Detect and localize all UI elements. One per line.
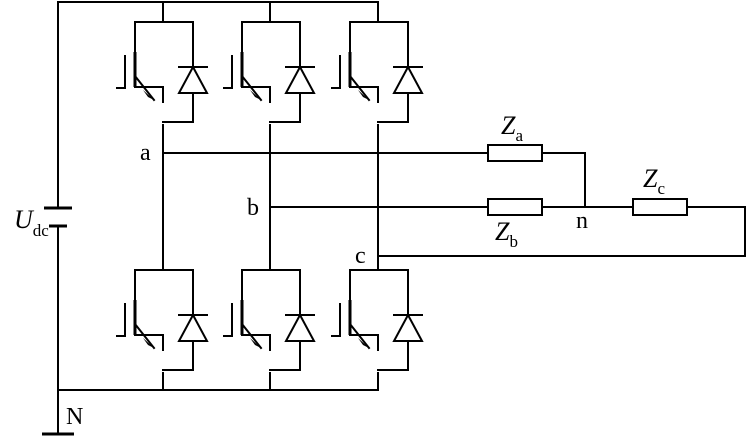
node-b-label: b xyxy=(247,195,259,221)
upper-switch-c xyxy=(330,0,424,124)
upper-switch-a xyxy=(115,0,209,124)
lower-switch-b xyxy=(222,248,316,372)
impedance-zc xyxy=(632,198,688,216)
phase-a-output-line xyxy=(162,152,586,208)
dc-source-label: Udc xyxy=(14,205,49,240)
impedance-za-label: Za xyxy=(501,111,523,145)
impedance-zb xyxy=(487,198,543,216)
impedance-zb-label: Zb xyxy=(495,217,518,251)
node-c-label: c xyxy=(355,243,366,269)
impedance-zc-label: Zc xyxy=(643,164,665,198)
upper-switch-b xyxy=(222,0,316,124)
phase-b-output-line xyxy=(269,206,746,257)
ground-label: N xyxy=(66,404,83,430)
impedance-za xyxy=(487,144,543,162)
lower-switch-a xyxy=(115,248,209,372)
node-a-label: a xyxy=(140,140,151,166)
lower-switch-c xyxy=(330,248,424,372)
node-n-label: n xyxy=(576,208,588,234)
